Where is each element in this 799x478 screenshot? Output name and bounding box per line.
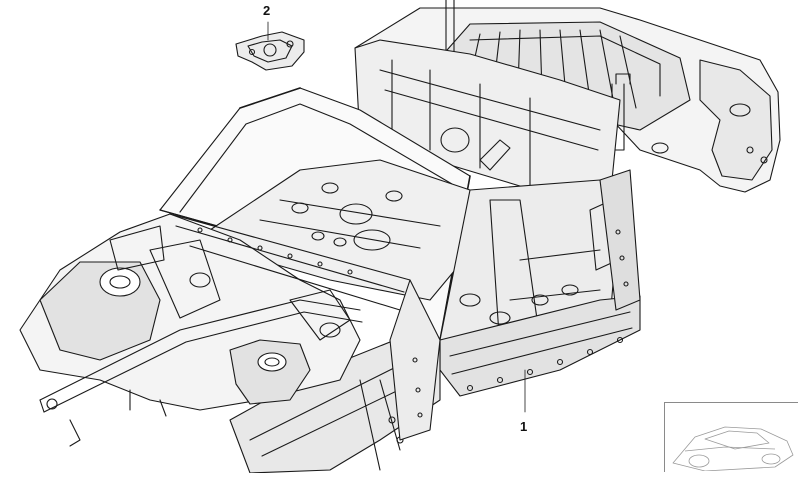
car-outline-icon <box>672 426 794 472</box>
callout-2-label: 2 <box>263 3 271 18</box>
reinforcement-plate-part <box>235 31 305 71</box>
vehicle-locator-thumbnail <box>664 402 798 472</box>
body-shell-part <box>19 0 781 474</box>
callout-1-label: 1 <box>520 419 528 434</box>
